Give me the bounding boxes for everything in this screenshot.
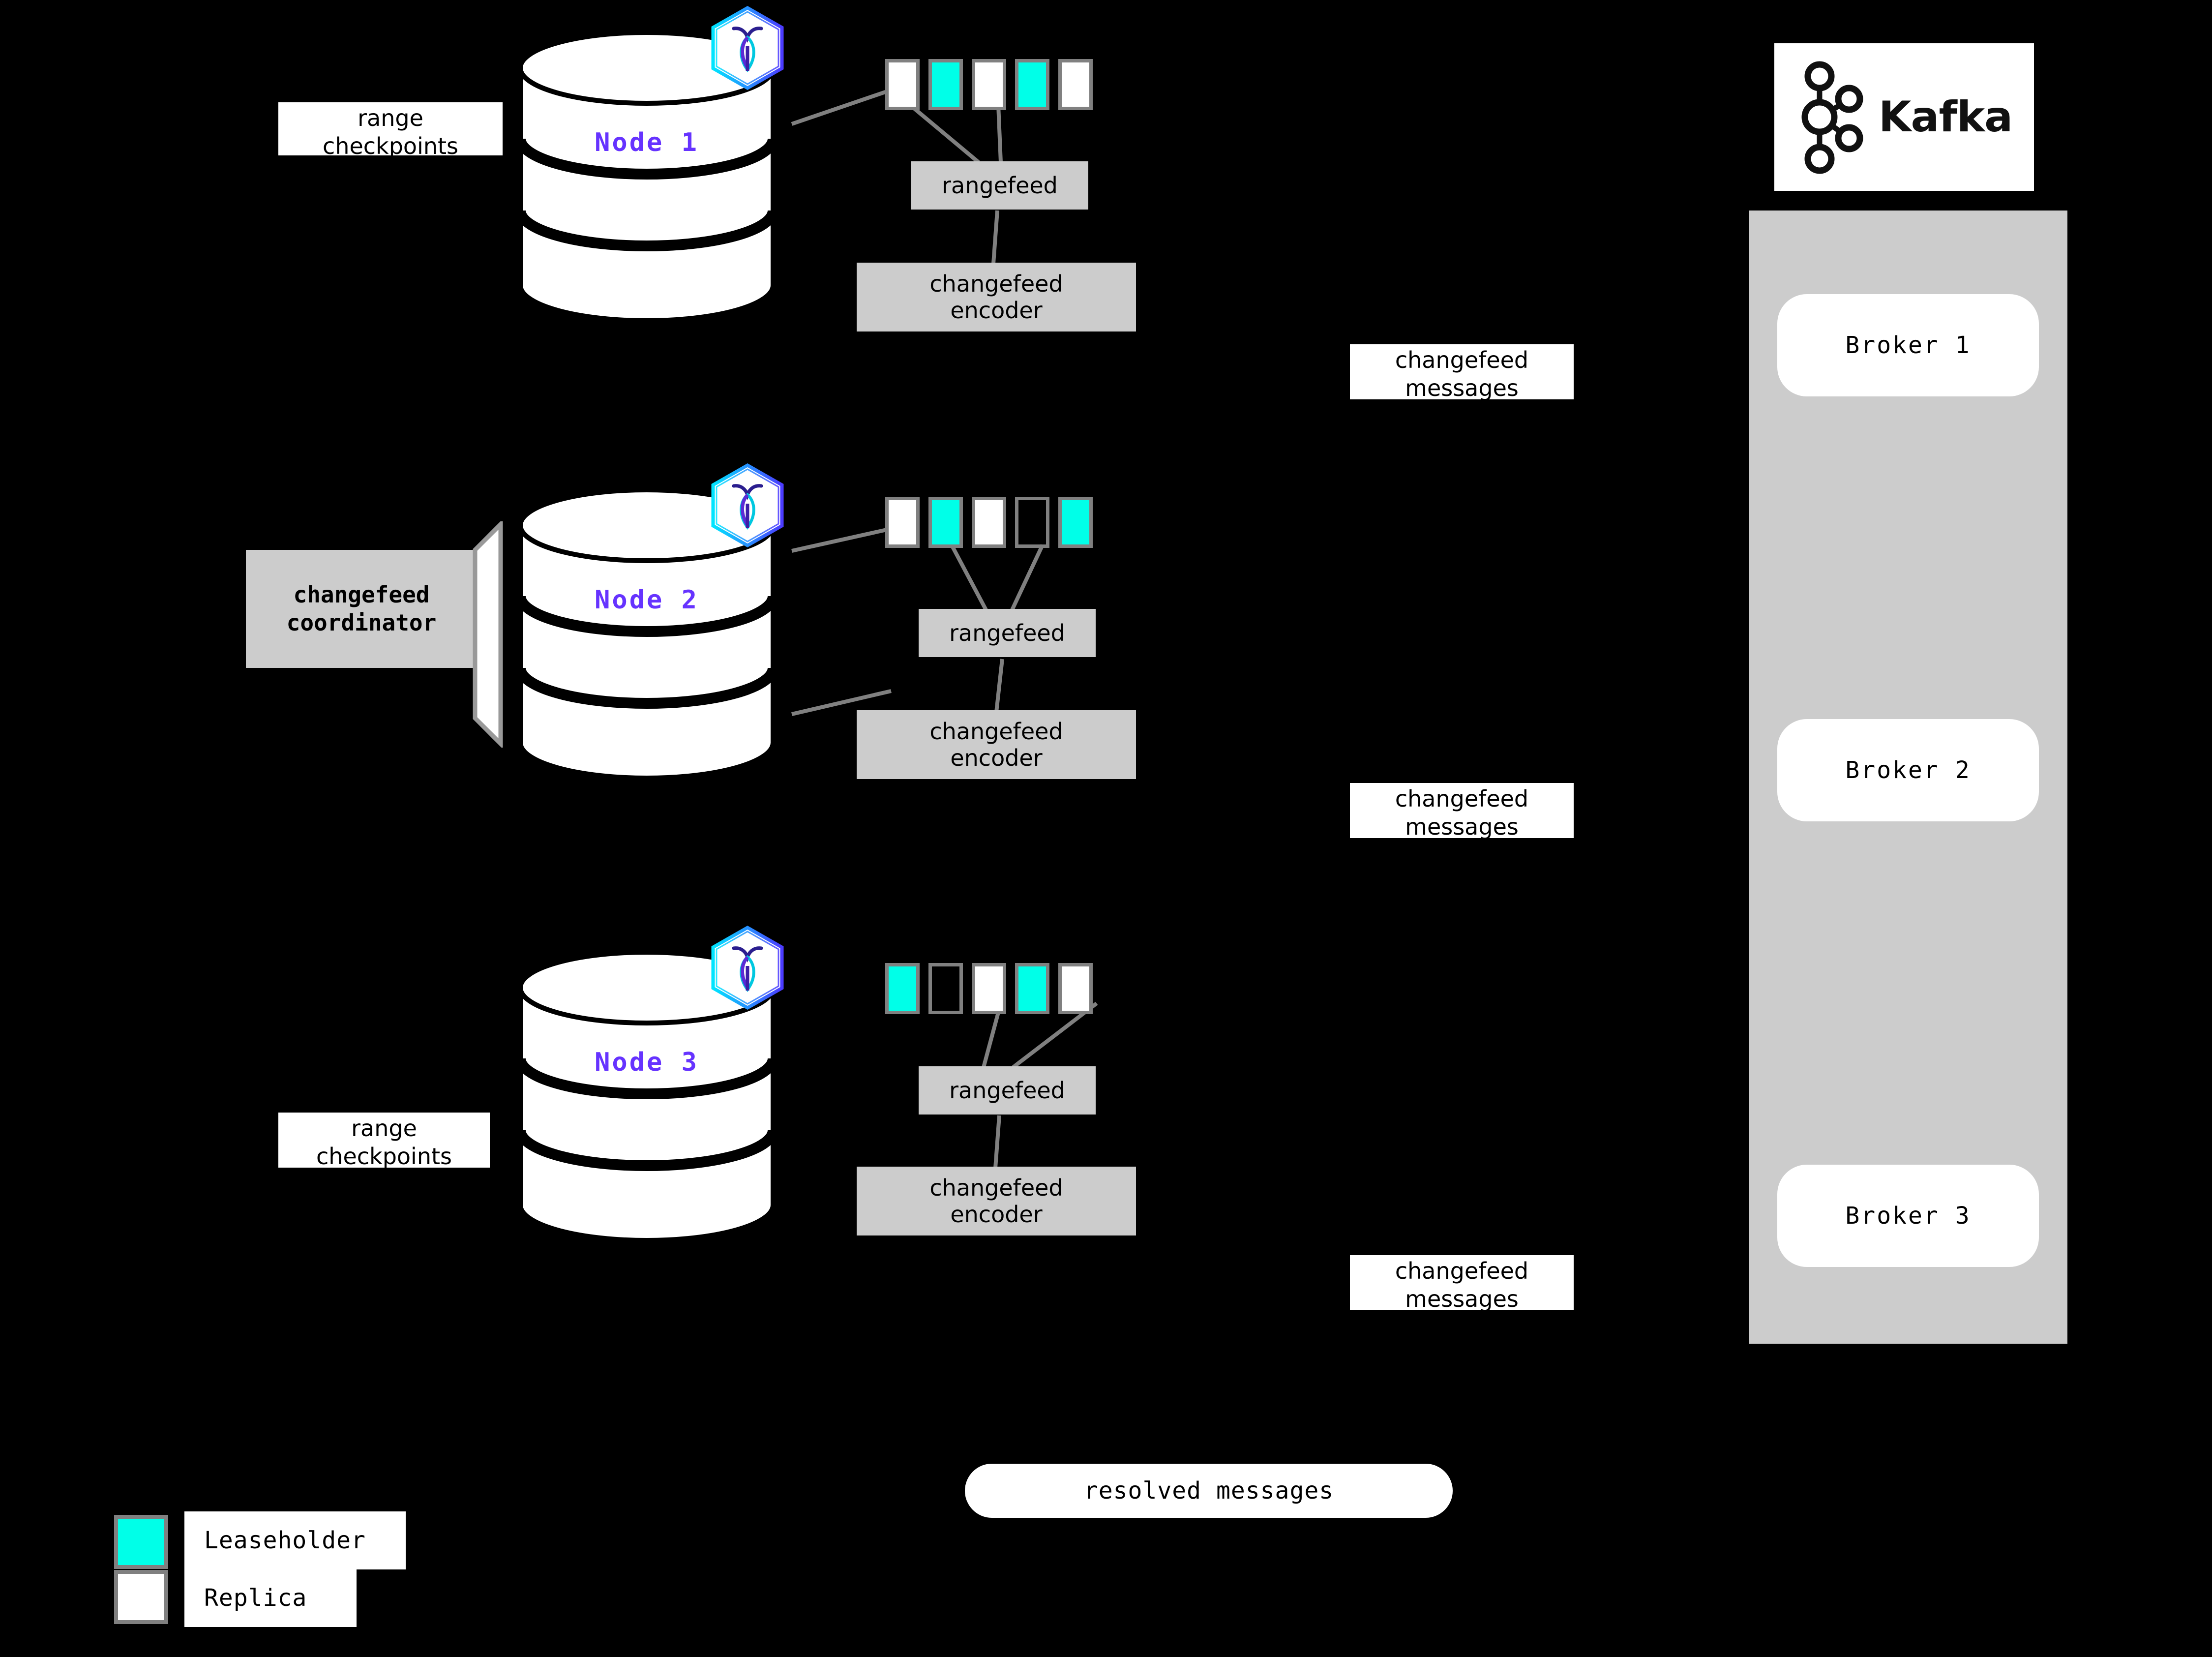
cockroachdb-hexagon-icon [708, 5, 787, 91]
range-row-node-3 [885, 963, 1093, 1014]
cockroachdb-hexagon-icon [708, 925, 787, 1011]
range-box[interactable] [1058, 59, 1093, 110]
range-box[interactable] [928, 59, 963, 110]
encoder-line-1: changefeed [929, 718, 1063, 745]
cockroachdb-hexagon-icon [708, 462, 787, 548]
checkpoint-line-1: range [351, 1115, 417, 1142]
checkpoint-line-2: checkpoints [316, 1143, 452, 1170]
encoder-line-2: encoder [950, 745, 1043, 771]
legend-label-replica: Replica [184, 1569, 357, 1627]
encoder-line-1: changefeed [929, 270, 1063, 297]
messages-line-1: changefeed [1395, 1258, 1529, 1284]
changefeed-coordinator[interactable]: changefeed coordinator [246, 550, 477, 668]
node-cylinder-3[interactable]: Node 3 [515, 949, 778, 1244]
range-row-node-2 [885, 497, 1093, 548]
encoder-line-2: encoder [950, 1201, 1043, 1228]
messages-line-2: messages [1405, 375, 1519, 402]
legend-label-leaseholder: Leaseholder [184, 1511, 406, 1569]
kafka-logo: Kafka [1774, 43, 2034, 191]
range-box[interactable] [1058, 497, 1093, 548]
changefeed-messages-label-1: changefeed messages [1350, 344, 1574, 402]
range-box[interactable] [972, 963, 1006, 1014]
encoder-line-1: changefeed [929, 1174, 1063, 1201]
broker-item-1[interactable]: Broker 1 [1777, 294, 2039, 396]
legend-swatch-replica [114, 1570, 168, 1624]
encoder-line-2: encoder [950, 297, 1043, 324]
messages-line-1: changefeed [1395, 785, 1529, 812]
rangefeed-box-node-3[interactable]: rangefeed [919, 1066, 1096, 1115]
range-box[interactable] [1015, 497, 1049, 548]
range-box[interactable] [1058, 963, 1093, 1014]
checkpoint-line-2: checkpoints [323, 133, 458, 155]
range-box[interactable] [928, 963, 963, 1014]
changefeed-messages-label-3: changefeed messages [1350, 1255, 1574, 1313]
broker-item-3[interactable]: Broker 3 [1777, 1165, 2039, 1267]
changefeed-messages-label-2: changefeed messages [1350, 783, 1574, 841]
messages-line-1: changefeed [1395, 347, 1529, 373]
range-box[interactable] [1015, 59, 1049, 110]
kafka-nodes-icon [1801, 61, 1863, 174]
changefeed-coordinator-box[interactable]: changefeed coordinator [246, 550, 477, 668]
range-box[interactable] [928, 497, 963, 548]
kafka-wordmark: Kafka [1878, 92, 2013, 142]
coordinator-line-1: changefeed [293, 581, 430, 608]
coordinator-line-2: coordinator [286, 609, 437, 636]
broker-item-2[interactable]: Broker 2 [1777, 719, 2039, 821]
range-box[interactable] [885, 963, 920, 1014]
legend-swatch-leaseholder [114, 1515, 168, 1569]
range-box[interactable] [972, 59, 1006, 110]
changefeed-encoder-box-node-3[interactable]: changefeed encoder [857, 1167, 1136, 1235]
range-row-node-1 [885, 59, 1093, 110]
messages-line-2: messages [1405, 813, 1519, 841]
coordinator-callout-arrow [473, 521, 503, 748]
checkpoint-line-1: range [358, 105, 423, 131]
rangefeed-box-node-1[interactable]: rangefeed [911, 161, 1088, 210]
rangefeed-box-node-2[interactable]: rangefeed [919, 609, 1096, 657]
range-checkpoints-label-node-3: range checkpoints [278, 1113, 490, 1170]
range-box[interactable] [885, 497, 920, 548]
resolved-messages-pill[interactable]: resolved messages [965, 1464, 1453, 1518]
range-box[interactable] [1015, 963, 1049, 1014]
changefeed-encoder-box-node-1[interactable]: changefeed encoder [857, 263, 1136, 331]
range-box[interactable] [885, 59, 920, 110]
range-box[interactable] [972, 497, 1006, 548]
range-checkpoints-label-node-1: range checkpoints [278, 102, 503, 155]
messages-line-2: messages [1405, 1286, 1519, 1313]
changefeed-encoder-box-node-2[interactable]: changefeed encoder [857, 710, 1136, 779]
